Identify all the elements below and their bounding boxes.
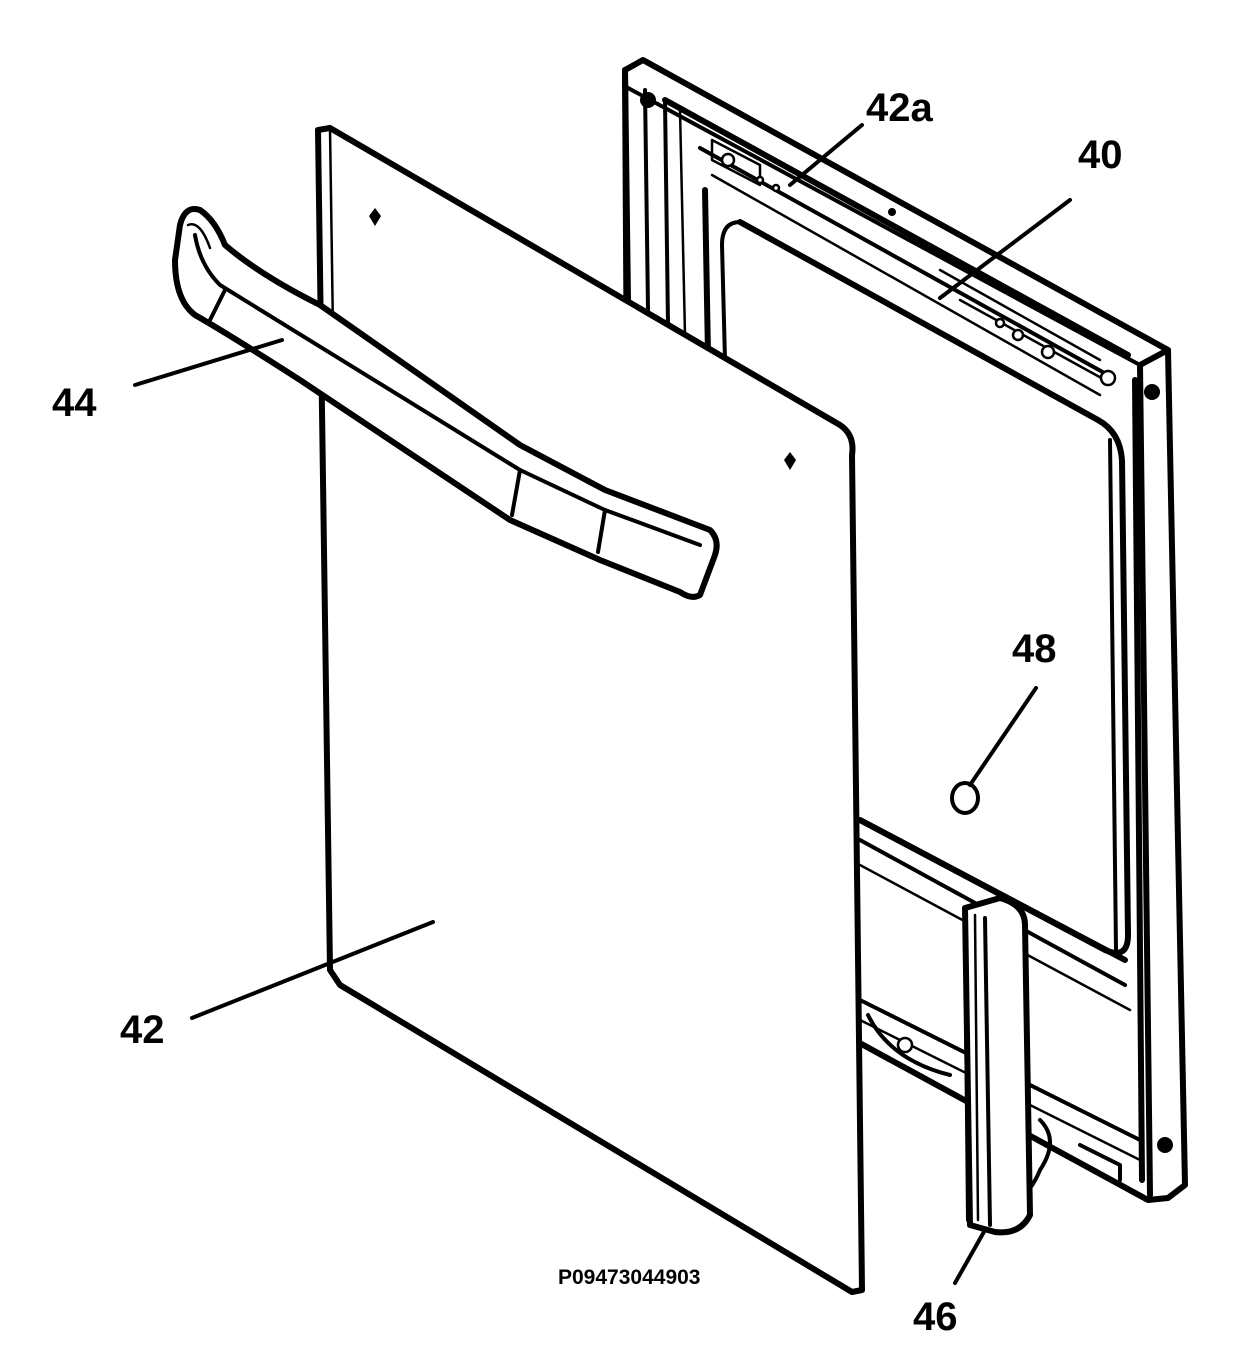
label-42a: 42a xyxy=(866,86,933,130)
hinge-part xyxy=(962,895,1033,1236)
label-48: 48 xyxy=(1012,627,1057,671)
label-46: 46 xyxy=(913,1295,958,1339)
leader-44 xyxy=(133,338,284,387)
leader-48 xyxy=(968,686,1038,787)
fastener-shape xyxy=(950,781,980,815)
label-42: 42 xyxy=(120,1008,165,1052)
drawing-code: P09473044903 xyxy=(558,1266,701,1289)
label-40: 40 xyxy=(1078,133,1123,177)
leader-42 xyxy=(190,920,435,1020)
leader-lines xyxy=(133,123,1072,1285)
leader-42a xyxy=(788,123,864,187)
leader-46 xyxy=(953,1228,987,1285)
label-44: 44 xyxy=(52,381,97,425)
leader-40 xyxy=(938,198,1072,300)
handle-part xyxy=(172,206,720,600)
